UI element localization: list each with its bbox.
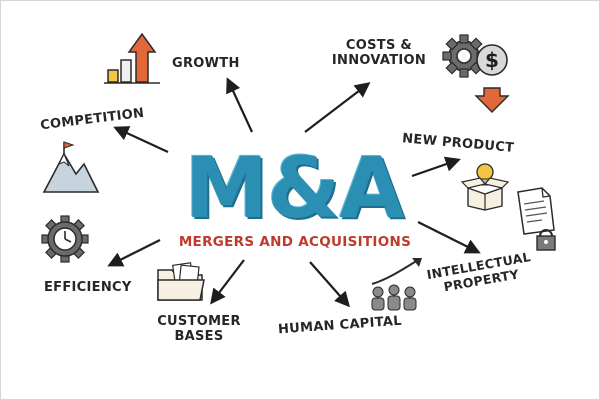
arrow-human-capital (309, 261, 351, 308)
node-customer-line2: BASES (174, 329, 224, 344)
gear-dollar-down-arrow-icon: $ (442, 34, 510, 113)
open-box-lightbulb-icon (460, 163, 510, 211)
arrow-competition (113, 126, 169, 153)
arrow-growth (226, 77, 253, 133)
node-customer-line1: CUSTOMER (157, 314, 241, 329)
node-efficiency: EFFICIENCY (44, 280, 132, 295)
gear-clock-icon (41, 215, 89, 263)
title-block: M&A (170, 142, 418, 234)
node-costs-line1: COSTS & (345, 38, 413, 53)
diagram-subtitle: MERGERS AND ACQUISITIONS (178, 234, 412, 250)
people-group-arrow-icon (371, 258, 422, 311)
node-growth: GROWTH (172, 56, 240, 71)
arrow-costs (304, 82, 371, 133)
document-padlock-icon (517, 187, 556, 251)
bar-chart-up-arrow-icon (104, 32, 160, 84)
diagram-title: M&A (184, 139, 405, 237)
arrow-efficiency (107, 239, 161, 267)
arrow-intellectual (417, 221, 481, 254)
folder-documents-icon (157, 262, 205, 301)
arrow-new-product (411, 156, 461, 178)
svg-text:$: $ (485, 48, 499, 72)
node-costs-innovation: COSTS & INNOVATION (322, 38, 436, 68)
node-costs-line2: INNOVATION (331, 53, 427, 68)
mountain-flag-icon (42, 141, 100, 193)
node-customer-bases: CUSTOMER BASES (152, 314, 246, 344)
arrow-customer (210, 259, 245, 305)
